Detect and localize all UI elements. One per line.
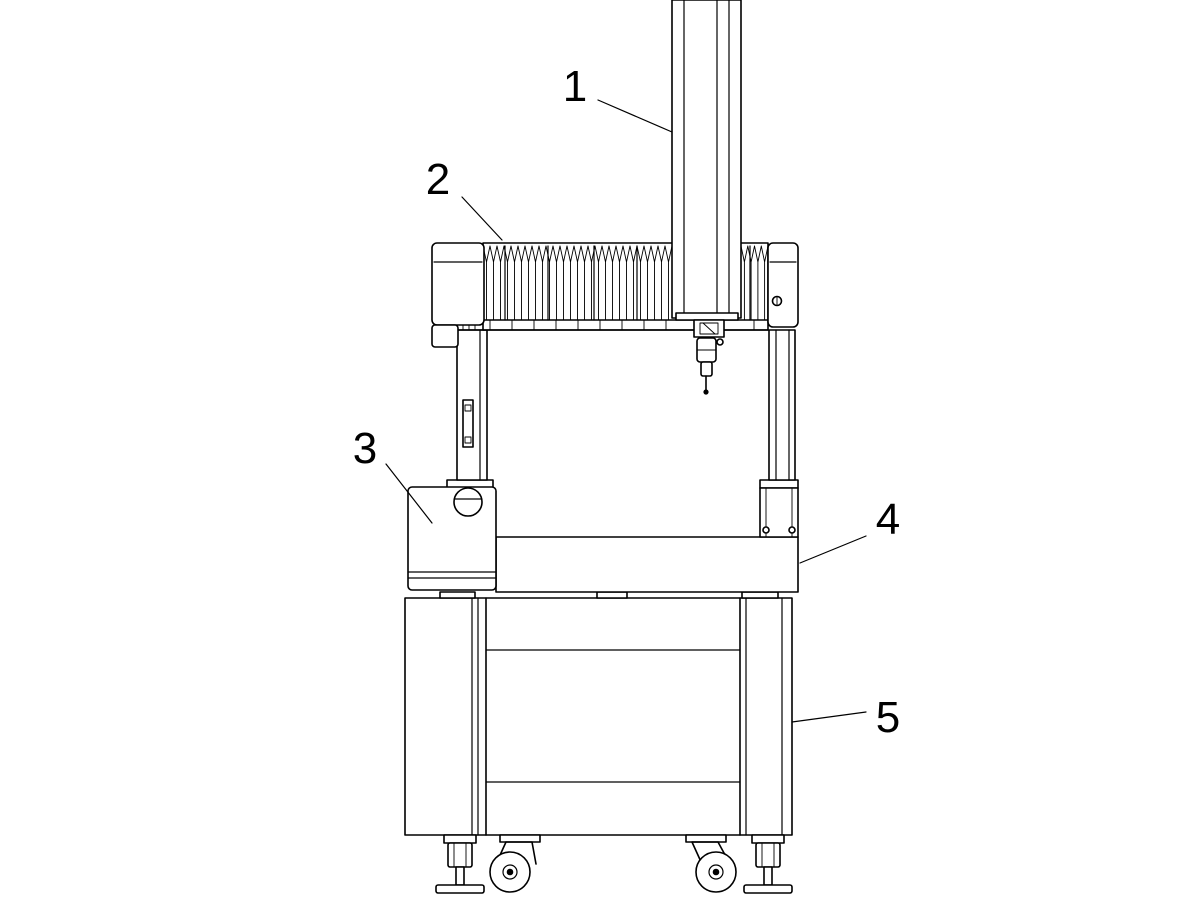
measuring-table: [495, 536, 799, 593]
callout-5: 5: [876, 693, 900, 742]
bellows-pleats: [482, 245, 769, 321]
mounting-pads: [439, 591, 779, 599]
callout-4: 4: [876, 495, 900, 544]
leader-line-5: [791, 711, 867, 723]
caster-right: [685, 834, 737, 893]
leader-line-1: [597, 99, 673, 133]
bellows-fold-lines: [504, 245, 751, 321]
leader-line-2: [461, 196, 503, 241]
bellows-rail-ticks: [489, 319, 755, 331]
right-upright-foot: [759, 479, 799, 538]
callout-labels: 1 2 3 4 5: [353, 62, 900, 742]
leveling-foot-right: [743, 834, 793, 894]
leveling-foot-left: [435, 834, 485, 894]
callout-3: 3: [353, 424, 377, 473]
callout-2: 2: [426, 155, 450, 204]
z-axis-column: [671, 0, 742, 321]
leader-line-4: [799, 535, 867, 564]
bridge-right-end-cap: [767, 242, 799, 328]
right-upright: [768, 329, 796, 481]
leader-line-3: [385, 463, 433, 524]
bridge-left-end-cap: [431, 242, 485, 326]
callout-1: 1: [563, 62, 587, 111]
leader-lines: [385, 99, 867, 723]
probe-head: [693, 319, 725, 395]
support-stand: [404, 597, 793, 836]
left-upright: [456, 323, 488, 481]
caster-left: [489, 834, 541, 893]
control-box: [407, 479, 497, 591]
